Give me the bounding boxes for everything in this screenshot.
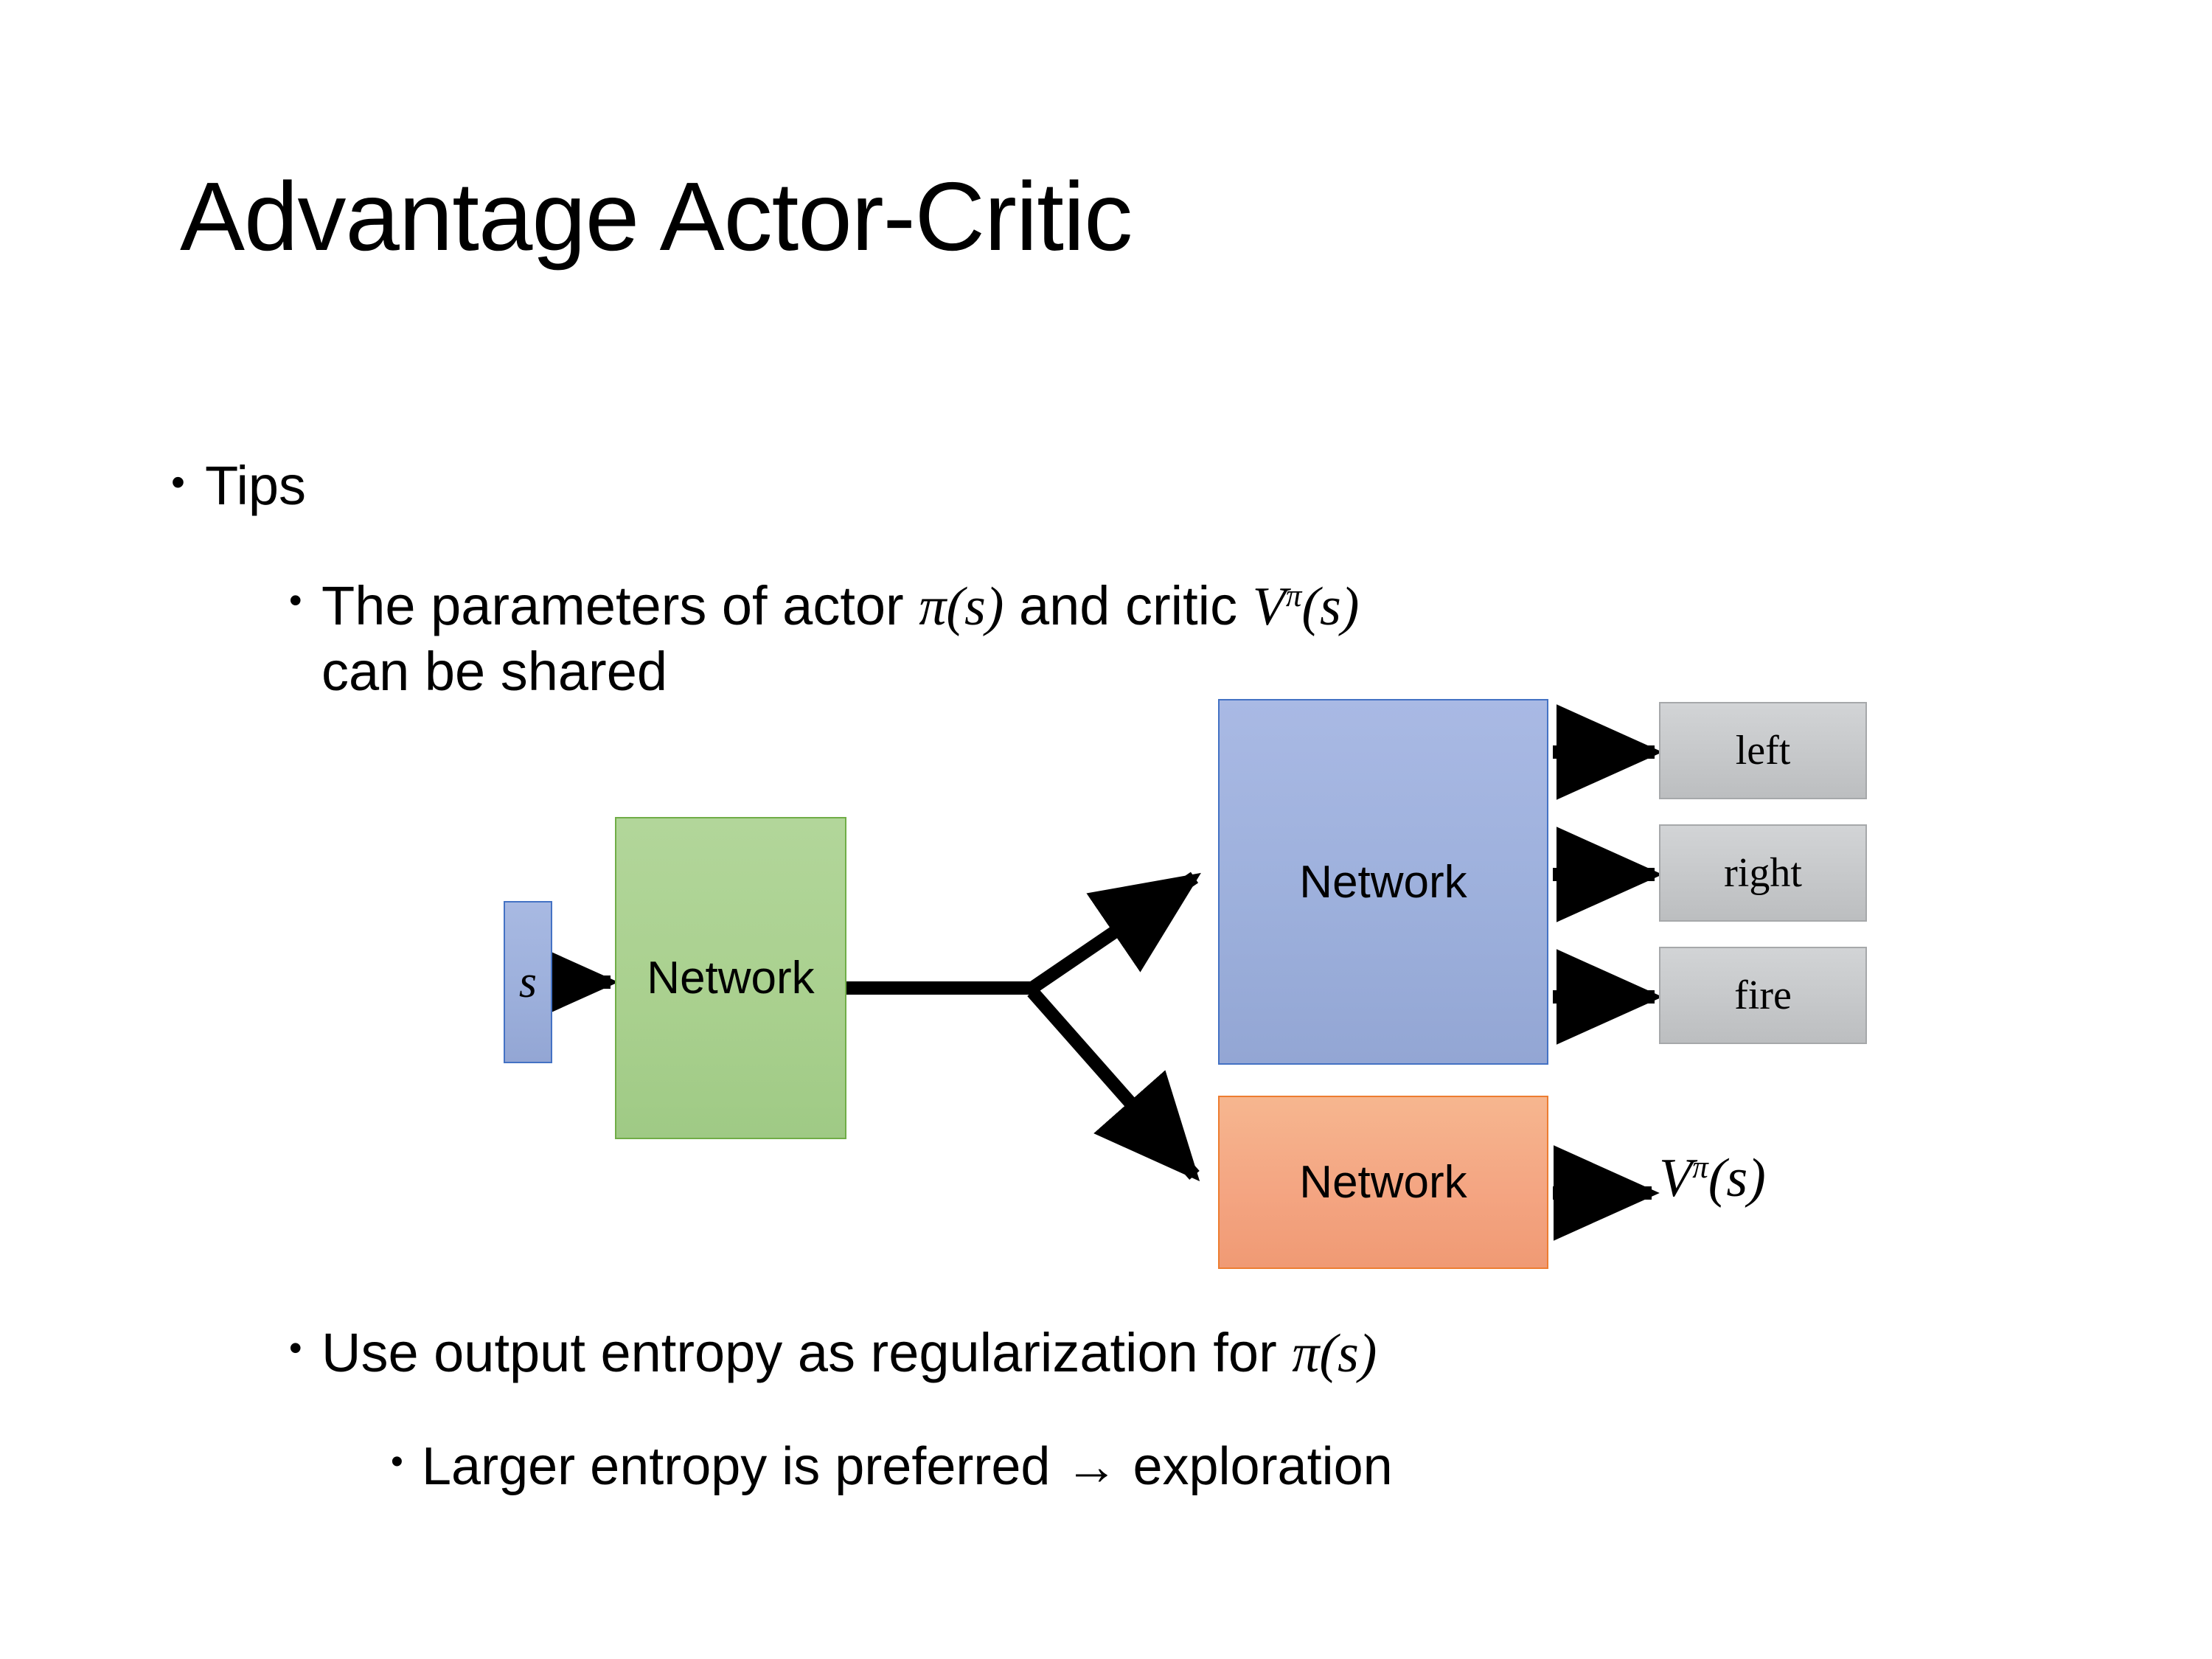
bullet-marker-icon: •	[289, 1327, 302, 1368]
bullet-shared-parameters: • The parameters of actor π(s) and criti…	[289, 574, 2059, 704]
bullet-tips-label: Tips	[205, 455, 307, 516]
bullet-marker-icon: •	[289, 580, 302, 621]
actor-network-label: Network	[1299, 856, 1467, 908]
shared-network-box: Network	[615, 817, 846, 1139]
critic-value-superscript: π	[1692, 1150, 1708, 1186]
bullet-entropy-regularization: • Use output entropy as regularization f…	[289, 1321, 1377, 1385]
entropy-policy-symbol: π(s)	[1292, 1324, 1377, 1384]
entropy-prefix-label: Use output entropy as regularization for	[321, 1322, 1293, 1383]
arrow-shared-to-critic	[1027, 987, 1200, 1182]
bullet-entropy-text: Use output entropy as regularization for…	[321, 1321, 1377, 1385]
actor-symbol: π(s)	[919, 577, 1004, 637]
action-label-left: left	[1735, 728, 1791, 773]
bullet-marker-icon: •	[391, 1442, 403, 1481]
params-suffix-label: can be shared	[321, 641, 668, 703]
params-prefix-label: The parameters of actor	[321, 575, 919, 636]
critic-value-base: V	[1659, 1148, 1693, 1208]
critic-value-output: Vπ(s)	[1659, 1147, 1766, 1210]
shared-network-label: Network	[647, 953, 815, 1004]
action-label-fire: fire	[1734, 973, 1792, 1018]
critic-network-box: Network	[1218, 1096, 1548, 1269]
page-title: Advantage Actor-Critic	[180, 162, 1133, 271]
action-box-fire: fire	[1659, 947, 1867, 1044]
action-label-right: right	[1724, 850, 1802, 896]
critic-network-label: Network	[1299, 1157, 1467, 1208]
params-middle-label: and critic	[1004, 575, 1253, 636]
state-input-label: s	[518, 956, 538, 1007]
critic-symbol: Vπ(s)	[1253, 577, 1360, 637]
action-box-right: right	[1659, 824, 1867, 922]
bullet-exploration: • Larger entropy is preferred → explorat…	[391, 1436, 1393, 1498]
action-box-left: left	[1659, 702, 1867, 799]
critic-value-arg: (s)	[1708, 1148, 1766, 1208]
state-input-box: s	[504, 901, 552, 1063]
bullet-exploration-label: Larger entropy is preferred → exploratio…	[422, 1437, 1393, 1496]
bullet-shared-parameters-text: The parameters of actor π(s) and critic …	[321, 574, 1359, 704]
critic-symbol-superscript: π	[1285, 579, 1302, 614]
bullet-tips: • Tips	[171, 455, 307, 517]
bullet-marker-icon: •	[171, 460, 185, 504]
arrow-shared-to-actor	[1028, 872, 1201, 994]
actor-network-box: Network	[1218, 699, 1548, 1065]
critic-symbol-base: V	[1252, 577, 1286, 637]
critic-symbol-arg: (s)	[1301, 577, 1360, 637]
